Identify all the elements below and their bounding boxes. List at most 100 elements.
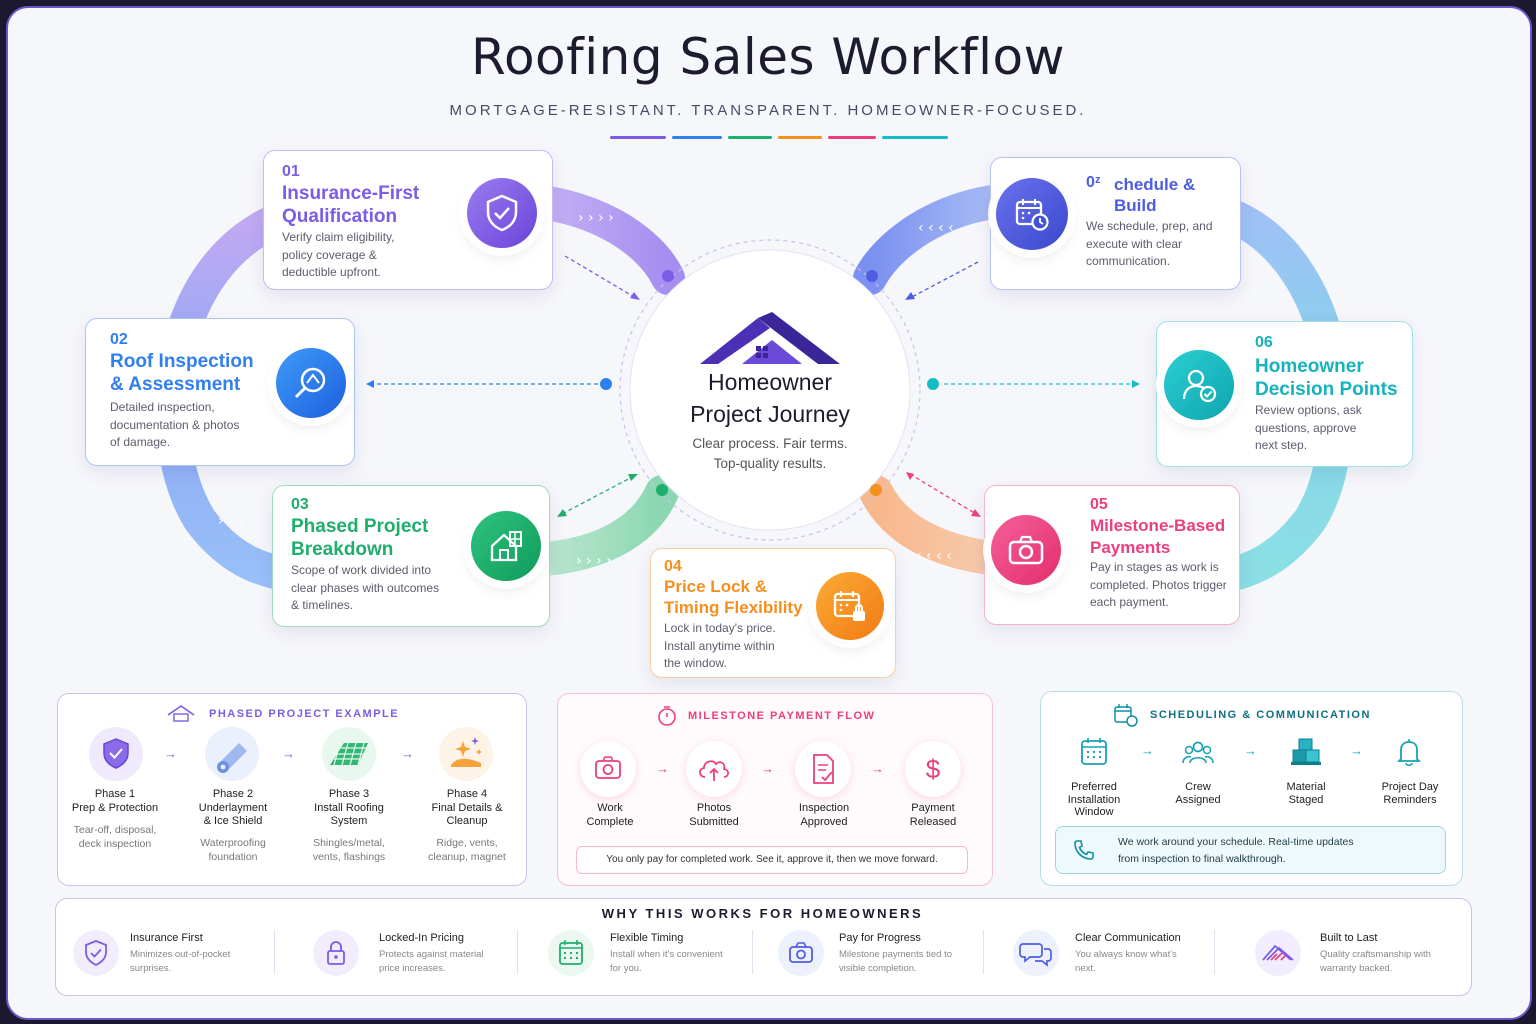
stopwatch-icon	[656, 705, 678, 727]
document-check-icon	[795, 741, 851, 797]
schedule-step-label: Crew Assigned	[1175, 781, 1221, 806]
milestone-heading: MILESTONE PAYMENT FLOW	[688, 710, 876, 722]
benefit-description: You always know what's next.	[1075, 949, 1177, 974]
schedule-step-label: Project Day Reminders	[1381, 781, 1439, 806]
page-subtitle: MORTGAGE-RESISTANT. TRANSPARENT. HOMEOWN…	[449, 102, 1087, 119]
arrow-right-icon: →	[1141, 743, 1154, 758]
boxes-icon	[1289, 735, 1323, 769]
why-panel	[55, 898, 1472, 996]
benefit-title: Locked-In Pricing	[379, 932, 464, 944]
arrow-right-icon: →	[761, 761, 774, 776]
scheduling-heading: SCHEDULING & COMMUNICATION	[1150, 709, 1371, 721]
calendar-clock-icon	[996, 178, 1068, 250]
divider-teal	[882, 136, 948, 139]
step-description: Lock in today's price. Install anytime w…	[664, 621, 776, 670]
house-roof-icon	[690, 312, 850, 368]
benefit-title: Insurance First	[130, 932, 203, 944]
arrow-right-icon: →	[164, 746, 177, 761]
scheduling-note: We work around your schedule. Real-time …	[1118, 836, 1354, 865]
cloud-upload-icon	[686, 741, 742, 797]
step-number: 03	[291, 496, 309, 513]
phase-title: Phase 2 Underlayment & Ice Shield	[198, 788, 268, 827]
milestone-step-label: Payment Released	[909, 802, 957, 828]
magnifier-roof-icon	[276, 348, 346, 418]
schedule-step-label: Material Staged	[1286, 781, 1326, 806]
step-description: Pay in stages as work is completed. Phot…	[1090, 560, 1227, 609]
benefit-title: Clear Communication	[1075, 932, 1181, 944]
divider	[1214, 930, 1215, 974]
step-card-01[interactable]: 01 Insurance-First Qualification Verify …	[263, 150, 553, 290]
chat-bubbles-icon	[1013, 930, 1059, 976]
phase-title: Phase 4 Final Details & Cleanup	[431, 788, 503, 827]
user-check-icon	[1164, 350, 1234, 420]
why-heading: WHY THIS WORKS FOR HOMEOWNERS	[601, 906, 924, 921]
sparkle-icon	[439, 727, 493, 781]
arrow-right-icon: →	[282, 746, 295, 761]
step-number: 01	[282, 163, 300, 180]
divider	[517, 930, 518, 974]
divider-purple	[610, 136, 666, 139]
svg-text:› › › ›: › › › ›	[578, 210, 614, 226]
arrow-right-icon: →	[1350, 743, 1363, 758]
divider	[274, 930, 275, 974]
milestone-step-label: Photos Submitted	[689, 802, 739, 828]
phase-subtitle: Tear-off, disposal, deck inspection	[73, 824, 157, 850]
calendar-icon	[548, 930, 594, 976]
shingles-icon	[322, 727, 376, 781]
dollar-icon: $	[905, 741, 961, 797]
underlayment-roll-icon	[205, 727, 259, 781]
divider-green	[728, 136, 772, 139]
milestone-note: You only pay for completed work. See it,…	[576, 846, 968, 874]
arrow-right-icon: →	[401, 746, 414, 761]
calendar-icon	[1077, 735, 1111, 769]
divider-pink	[828, 136, 876, 139]
step-description: Detailed inspection, documentation & pho…	[110, 400, 240, 449]
divider	[983, 930, 984, 974]
step-description: Verify claim eligibility, policy coverag…	[282, 230, 395, 279]
lock-icon	[313, 930, 359, 976]
shield-check-icon	[73, 930, 119, 976]
step-title: Phased Project Breakdown	[291, 516, 429, 560]
arrow-right-icon: →	[871, 761, 884, 776]
scheduling-note-box	[1055, 826, 1446, 874]
center-title: Homeowner Project Journey	[690, 369, 850, 427]
step-title: Roof Inspection & Assessment	[110, 351, 254, 395]
step-description: Review options, ask questions, approve n…	[1255, 403, 1362, 452]
step-description: We schedule, prep, and execute with clea…	[1086, 219, 1213, 268]
center-tagline: Clear process. Fair terms. Top-quality r…	[692, 436, 848, 471]
step-number: 04	[664, 558, 682, 575]
step-card-03[interactable]: 03 Phased Project Breakdown Scope of wor…	[272, 485, 550, 627]
benefit-description: Milestone payments tied to visible compl…	[839, 949, 953, 974]
divider	[752, 930, 753, 974]
house-icon	[166, 703, 196, 723]
benefit-description: Install when it's convenient for you.	[610, 949, 723, 974]
step-number: 06	[1255, 334, 1273, 351]
page-title: Roofing Sales Workflow	[470, 28, 1066, 86]
arrow-right-icon: →	[1244, 743, 1257, 758]
step-number: 05	[1090, 496, 1108, 513]
phased-project-panel	[57, 693, 527, 886]
benefit-description: Protects against material price increase…	[379, 949, 484, 974]
arrow-right-icon: →	[656, 761, 669, 776]
roof-lines-icon	[1255, 930, 1301, 976]
step-title: Homeowner Decision Points	[1255, 356, 1398, 400]
shield-check-icon	[467, 178, 537, 248]
bell-icon	[1392, 735, 1426, 769]
step-title: Price Lock & Timing Flexibility	[664, 577, 803, 617]
shield-icon	[89, 727, 143, 781]
phase-subtitle: Ridge, vents, cleanup, magnet	[428, 837, 506, 863]
svg-text:‹ ‹ ‹ ‹: ‹ ‹ ‹ ‹	[916, 548, 952, 564]
step-title: Insurance-First Qualification	[282, 183, 420, 227]
svg-text:› › ›: › › ›	[218, 513, 244, 529]
step-number: 0ᶻ	[1086, 174, 1101, 191]
step-number: 02	[110, 331, 128, 348]
phone-icon	[1072, 838, 1096, 862]
benefit-title: Built to Last	[1320, 932, 1378, 944]
milestone-step-label: Inspection Approved	[798, 802, 850, 828]
svg-text:› › › ›: › › › ›	[576, 553, 612, 569]
calendar-clock-icon	[1113, 703, 1139, 727]
benefit-description: Quality craftsmanship with warranty back…	[1320, 949, 1431, 974]
divider-blue	[672, 136, 722, 139]
camera-icon	[580, 741, 636, 797]
